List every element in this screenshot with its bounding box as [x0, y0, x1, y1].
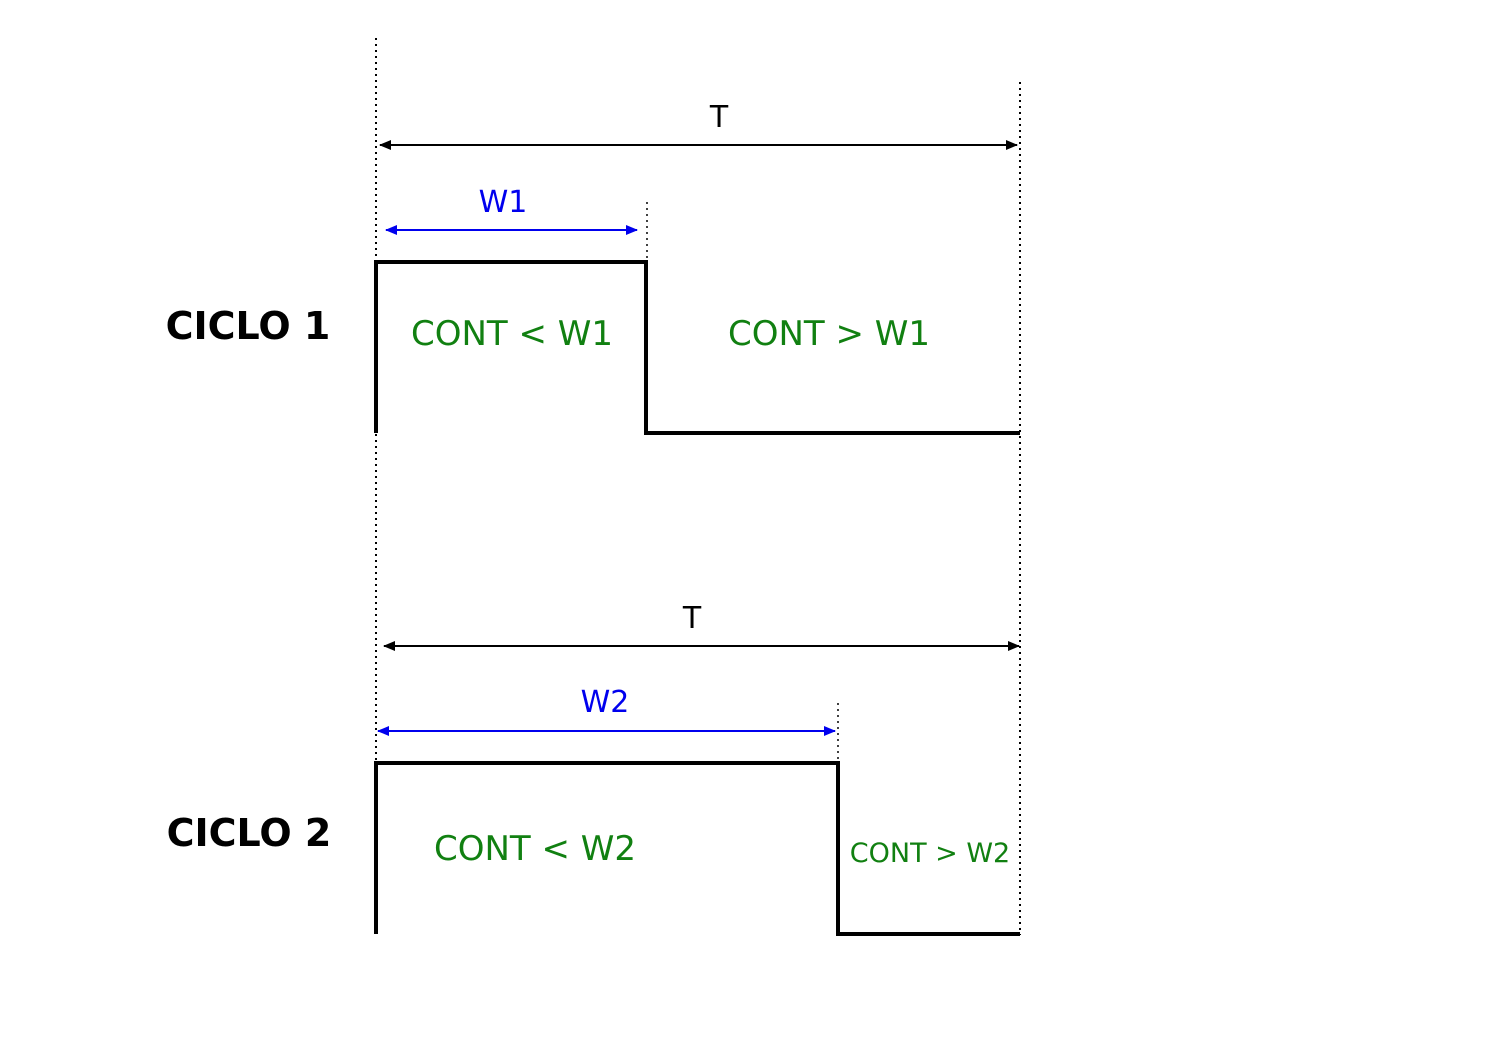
cycle-1-label: CICLO 1: [166, 304, 331, 348]
cycle-1-low-zone-label: CONT > W1: [728, 314, 930, 354]
cycle-1-period-label: T: [709, 100, 729, 135]
cycle-1-high-zone-label: CONT < W1: [411, 314, 613, 354]
cycle-2-period-label: T: [682, 601, 702, 636]
cycle-2-width-label: W2: [581, 685, 630, 720]
cycle-2-pulse-waveform: [374, 761, 1020, 936]
cycle-2: CICLO 2 T W2 CONT < W2 CONT > W2: [167, 601, 1020, 936]
cycle-2-low-zone-label: CONT > W2: [850, 838, 1010, 869]
cycle-1-width-label: W1: [479, 185, 528, 220]
cycle-2-label: CICLO 2: [167, 811, 332, 855]
cycle-1: CICLO 1 T W1 CONT < W1 CONT > W1: [166, 100, 1020, 435]
cycle-1-pulse-waveform: [374, 260, 1020, 435]
cycle-2-high-zone-label: CONT < W2: [434, 829, 636, 869]
